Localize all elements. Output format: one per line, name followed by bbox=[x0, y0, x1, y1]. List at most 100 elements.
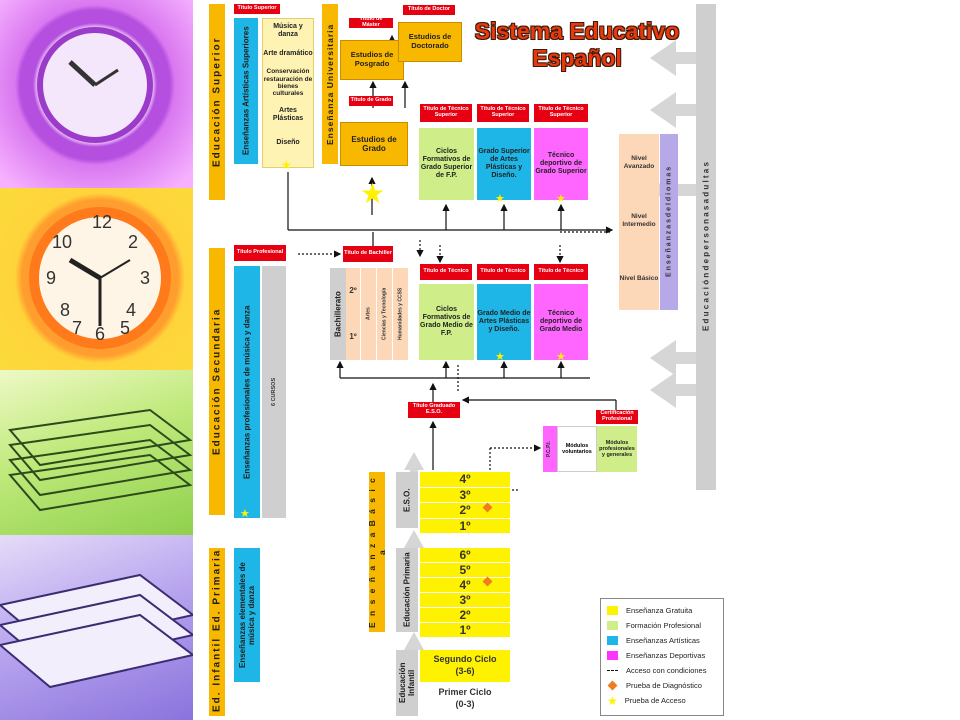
svg-text:10: 10 bbox=[52, 232, 72, 252]
svg-text:9: 9 bbox=[46, 268, 56, 288]
legend-item: ★Prueba de Acceso bbox=[607, 693, 686, 708]
segundo-ciclo-label: Segundo Ciclo bbox=[433, 654, 497, 665]
primer-ciclo-box: Primer Ciclo (0-3) bbox=[420, 682, 510, 716]
legend: Enseñanza Gratuita Formación Profesional… bbox=[600, 598, 724, 716]
ensenanzas-elementales-musica: Enseñanzas elementales de música y danza bbox=[234, 548, 260, 682]
bach-cursos: 2º 1º bbox=[346, 268, 360, 360]
eso-label: E.S.O. bbox=[396, 472, 418, 528]
estudios-doctorado-box: Estudios de Doctorado bbox=[398, 22, 462, 62]
band-educacion-superior: Educación Superior bbox=[209, 4, 225, 200]
superior-item: Artes Plásticas bbox=[272, 106, 304, 122]
swatch bbox=[607, 606, 618, 615]
legend-item: Enseñanza Gratuita bbox=[607, 603, 717, 618]
clock-photo-purple bbox=[0, 0, 193, 188]
segundo-ciclo-edad: (3-6) bbox=[455, 666, 475, 676]
star-icon: ★ bbox=[556, 351, 566, 363]
titulo-grado-badge: Título de Grado bbox=[349, 96, 393, 106]
titulo-tecnico-badge: Título de Técnico bbox=[477, 264, 529, 280]
primaria-cursos: 6º 5º 4º 3º 2º 1º bbox=[420, 548, 510, 638]
papers-photo-green bbox=[0, 370, 193, 535]
titulo-tecnico-superior-badge: Título de Técnico Superior bbox=[420, 104, 472, 122]
ensenanzas-artisticas-superiores: Enseñanzas Artísticas Superiores bbox=[234, 18, 258, 164]
svg-text:7: 7 bbox=[72, 318, 82, 338]
titulo-doctor-badge: Título de Doctor bbox=[403, 5, 455, 15]
legend-item: Enseñanzas Deportivas bbox=[607, 648, 717, 663]
svg-text:4: 4 bbox=[126, 300, 136, 320]
titulo-profesional-badge: Título Profesional bbox=[234, 245, 286, 261]
eso-cursos: 4º 3º 2º 1º bbox=[420, 472, 510, 534]
band-ensenanzas-idiomas: E n s e ñ a n z a s d e I d i o m a s bbox=[660, 134, 678, 310]
primer-ciclo-edad: (0-3) bbox=[455, 699, 475, 709]
papers-photo-blue bbox=[0, 535, 193, 720]
eso-curso: 2º bbox=[420, 503, 510, 519]
seis-cursos: 6 CURSOS bbox=[262, 266, 286, 518]
titulo-tecnico-superior-badge: Título de Técnico Superior bbox=[534, 104, 588, 122]
band-ed-infantil: Ed. Infantil bbox=[209, 632, 225, 716]
nivel-item: Nivel Básico bbox=[619, 250, 659, 308]
estudios-grado-box: Estudios de Grado bbox=[340, 122, 408, 166]
ciclos-grado-superior-box: Ciclos Formativos de Grado Superior de F… bbox=[419, 128, 474, 200]
nivel-item: Nivel Avanzado bbox=[619, 134, 659, 192]
svg-text:5: 5 bbox=[120, 318, 130, 338]
title-line-1: Sistema Educativo bbox=[474, 18, 680, 44]
diagram-title: Sistema Educativo Español bbox=[462, 18, 692, 72]
eso-curso: 4º bbox=[420, 472, 510, 488]
star-icon: ★ bbox=[607, 693, 618, 708]
superior-item: Conservación restauración de bienes cult… bbox=[263, 68, 313, 98]
legend-item: Prueba de Diagnóstico bbox=[607, 678, 717, 693]
titulo-superior-badge: Título Superior bbox=[234, 4, 280, 14]
ciclos-grado-medio-box: Ciclos Formativos de Grado Medio de F.P. bbox=[419, 284, 474, 360]
svg-text:3: 3 bbox=[140, 268, 150, 288]
titulo-graduado-eso-badge: Título Graduado E.S.O. bbox=[408, 402, 460, 418]
primaria-curso: 3º bbox=[420, 593, 510, 608]
infantil-label: Educación Infantil bbox=[396, 650, 418, 716]
superior-items-list: Música y danza Arte dramático Conservaci… bbox=[262, 18, 314, 168]
star-icon: ★ bbox=[281, 158, 292, 172]
svg-text:12: 12 bbox=[92, 212, 112, 232]
star-icon: ★ bbox=[495, 193, 505, 205]
estudios-posgrado-box: Estudios de Posgrado bbox=[340, 40, 404, 80]
artes-grado-medio-box: Grado Medio de Artes Plásticas y Diseño. bbox=[477, 284, 531, 360]
dotted-arrow-icon bbox=[607, 670, 618, 671]
idiomas-niveles: Nivel Avanzado Nivel Intermedio Nivel Bá… bbox=[619, 134, 659, 310]
titulo-tecnico-superior-badge: Título de Técnico Superior bbox=[477, 104, 529, 122]
legend-item: Formación Profesional bbox=[607, 618, 717, 633]
titulo-master-badge: Título de Máster bbox=[349, 16, 393, 28]
clock-icon bbox=[37, 27, 153, 143]
modalidad-ciencias: Ciencias y Tecnología bbox=[377, 268, 392, 360]
certificacion-profesional-badge: Certificación Profesional bbox=[596, 410, 638, 424]
artes-grado-superior-box: Grado Superior de Artes Plásticas y Dise… bbox=[477, 128, 531, 200]
eso-curso: 3º bbox=[420, 487, 510, 503]
nivel-item: Nivel Intermedio bbox=[619, 192, 659, 250]
band-ensenanza-basica: E n s e ñ a n z a B á s i c a bbox=[367, 472, 387, 632]
star-icon: ★ bbox=[360, 178, 386, 209]
primaria-curso: 4º bbox=[420, 578, 510, 593]
star-icon: ★ bbox=[495, 351, 505, 363]
primaria-curso: 1º bbox=[420, 623, 510, 638]
deportivo-grado-medio-box: Técnico deportivo de Grado Medio bbox=[534, 284, 588, 360]
titulo-tecnico-badge: Título de Técnico bbox=[534, 264, 588, 280]
primaria-label: Educación Primaria bbox=[396, 548, 418, 632]
legend-item: Acceso con condiciones bbox=[607, 663, 717, 678]
swatch bbox=[607, 621, 618, 630]
eso-curso: 1º bbox=[420, 518, 510, 534]
segundo-ciclo-box: Segundo Ciclo (3-6) bbox=[420, 650, 510, 682]
titulo-tecnico-badge: Título de Técnico bbox=[420, 264, 472, 280]
superior-item: Diseño bbox=[276, 138, 300, 146]
band-educacion-secundaria: Educación Secundaria bbox=[209, 248, 225, 515]
swatch bbox=[607, 636, 618, 645]
star-icon: ★ bbox=[556, 193, 566, 205]
deportivo-grado-superior-box: Técnico deportivo de Grado Superior bbox=[534, 128, 588, 200]
ensenanzas-profesionales-musica: Enseñanzas profesionales de música y dan… bbox=[234, 266, 260, 518]
papers-icon bbox=[8, 408, 193, 512]
legend-item: Enseñanzas Artísticas bbox=[607, 633, 717, 648]
band-ensenanza-universitaria: Enseñanza Universitaria bbox=[322, 4, 338, 164]
svg-text:2: 2 bbox=[128, 232, 138, 252]
modulos-profesionales-box: Módulos profesionales y generales bbox=[597, 426, 637, 472]
title-line-2: Español bbox=[532, 45, 622, 71]
svg-text:8: 8 bbox=[60, 300, 70, 320]
svg-text:6: 6 bbox=[95, 324, 105, 344]
bachillerato-label: Bachillerato bbox=[330, 268, 346, 360]
